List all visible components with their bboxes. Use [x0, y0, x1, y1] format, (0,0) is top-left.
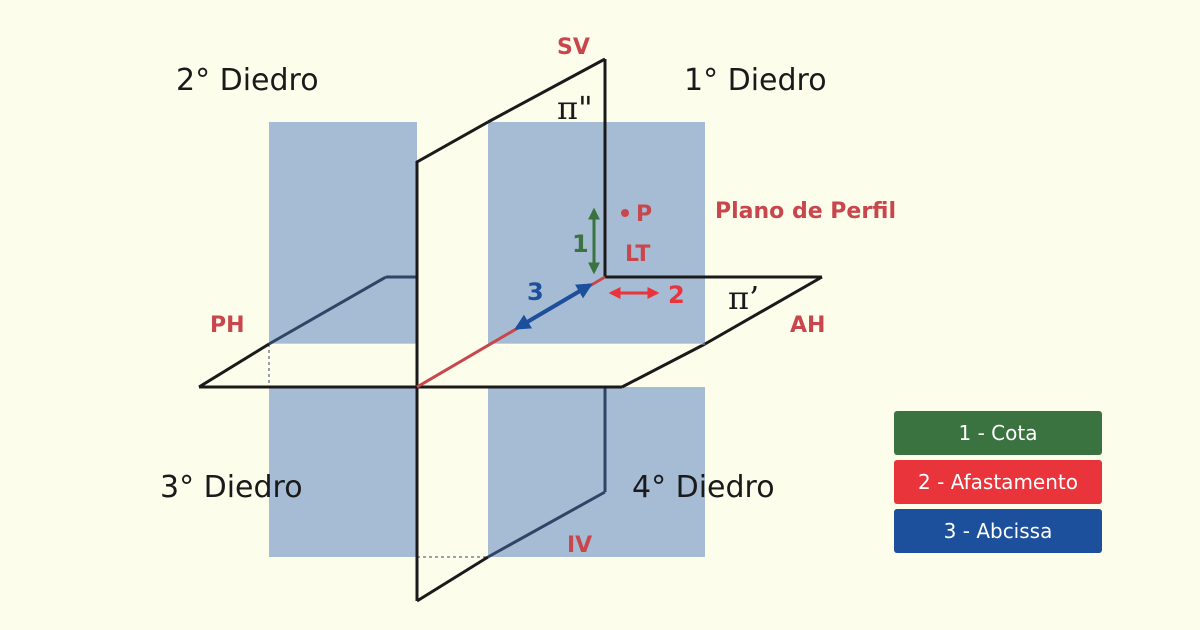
profile-plane-upper-left	[269, 122, 417, 344]
profile-plane-lower-left	[269, 387, 417, 557]
point-p-dot	[621, 209, 629, 217]
point-p-label: P	[636, 202, 652, 227]
fourth-dihedron-label: 4° Diedro	[632, 470, 775, 505]
second-dihedron-label: 2° Diedro	[176, 63, 319, 98]
hidden-edges	[268, 275, 607, 558]
third-dihedron-label: 3° Diedro	[160, 470, 303, 505]
legend-afastamento: 2 - Afastamento	[894, 460, 1102, 504]
sv-label: SV	[557, 35, 590, 60]
cota-number: 1	[572, 230, 589, 258]
vertical-plane	[415, 57, 607, 603]
abcissa-number: 3	[527, 278, 544, 306]
legend-abcissa: 3 - Abcissa	[894, 509, 1102, 553]
profile-plane-label: Plano de Perfil	[715, 199, 896, 224]
profile-plane-upper-right	[488, 122, 705, 344]
lt-label: LT	[625, 242, 650, 267]
horizontal-plane	[198, 275, 823, 389]
ph-label: PH	[210, 313, 245, 338]
legend-cota: 1 - Cota	[894, 411, 1102, 455]
ah-label: AH	[790, 313, 825, 338]
afastamento-number: 2	[668, 281, 685, 309]
iv-label: IV	[567, 533, 592, 558]
first-dihedron-label: 1° Diedro	[684, 63, 827, 98]
abcissa-arrow	[514, 283, 593, 330]
pi-horizontal-label: π’	[728, 279, 759, 317]
profile-plane-lower-right	[488, 387, 705, 557]
pi-vertical-label: π"	[557, 89, 593, 127]
